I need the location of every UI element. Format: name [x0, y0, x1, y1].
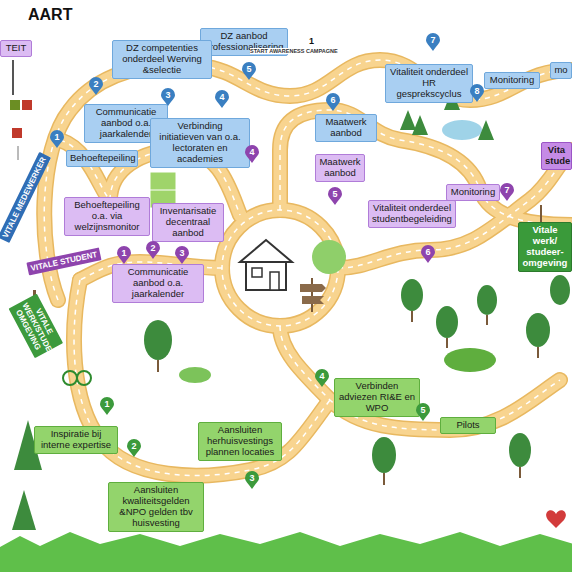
step-box: Vitaliteit onderdeel HR gesprekscyclus [385, 64, 473, 103]
step-text: Maatwerk aanbod [319, 117, 373, 139]
step-text: mo [554, 65, 568, 76]
step-box: Verbinden adviezen RI&E en WPO [334, 378, 420, 417]
step-text: Maatwerk aanbod [319, 157, 361, 179]
step-text: Aansluiten kwaliteitsgelden &NPO gelden … [112, 485, 200, 529]
callout-number: 1 [309, 36, 314, 46]
step-text: Inventarisatie decentraal aanbod [156, 206, 220, 239]
step-text: Vitaliteit onderdeel studentbegeleiding [372, 203, 452, 225]
callout-number: 3 [174, 246, 190, 260]
callout-pin: 3 [174, 245, 190, 265]
step-text: TEIT [4, 43, 28, 54]
callout-pin: 2 [88, 76, 104, 96]
step-box: Communicatie aanbod o.a. jaarkalender [112, 264, 204, 303]
callout-number: 4 [244, 145, 260, 159]
callout-number: 6 [325, 93, 341, 107]
callout-number: 2 [88, 77, 104, 91]
map-title: AART [28, 6, 72, 24]
step-text: VITALE STUDENT [30, 250, 98, 273]
step-text: Pilots [444, 420, 492, 431]
callout-number: 1 [116, 246, 132, 260]
step-box: Maatwerk aanbod [315, 114, 377, 142]
callout-pin: 1 [49, 129, 65, 149]
step-text: Vitale werk/ studeer-omgeving [522, 225, 568, 269]
step-box: Verbinding initiatieven van o.a. lectora… [150, 118, 250, 168]
callout-pin: 5 [241, 61, 257, 81]
callout-pin: 4 [314, 368, 330, 388]
callout-number: 1 [99, 397, 115, 411]
step-text: Vita stude [545, 145, 568, 167]
step-text: Monitoring [488, 75, 536, 86]
callout-pin: 5 [415, 402, 431, 422]
callout-pin: 2 [145, 240, 161, 260]
step-text: DZ competenties onderdeel Werving &selec… [116, 43, 208, 76]
step-box: Aansluiten herhuisvestings plannen locat… [198, 422, 282, 461]
callout-number: 6 [420, 245, 436, 259]
step-box: Vita stude [541, 142, 572, 170]
callout-number: 5 [241, 62, 257, 76]
step-box: Inspiratie bij interne expertise [34, 426, 118, 454]
step-text: Vitaliteit onderdeel HR gesprekscyclus [389, 67, 469, 100]
callout-pin: 2 [126, 438, 142, 458]
step-box: Maatwerk aanbod [315, 154, 365, 182]
step-text: Behoeftepeiling o.a. via welzijnsmonitor [68, 200, 146, 233]
step-box: Vitaliteit onderdeel studentbegeleiding [368, 200, 456, 228]
signpost: VITALE WERK/STUDEER-OMGEVING [9, 294, 63, 358]
callout-number: 5 [415, 403, 431, 417]
callout-number: 2 [145, 241, 161, 255]
step-box: Monitoring [446, 184, 500, 201]
callout-number: 1 [49, 130, 65, 144]
callout-pin: 4 [244, 144, 260, 164]
signpost: VITALE STUDENT [26, 248, 101, 276]
callout-pin: 7 [425, 32, 441, 52]
callout-pin: 1 [99, 396, 115, 416]
step-text: VITALE MEDEWERKER [0, 156, 47, 240]
callout-number: 5 [327, 187, 343, 201]
signpost: VITALE MEDEWERKER [0, 153, 51, 244]
callout-number: 4 [314, 369, 330, 383]
step-text: Behoeftepeiling [70, 153, 134, 164]
step-text: Monitoring [450, 187, 496, 198]
step-box: Pilots [440, 417, 496, 434]
step-text: Communicatie aanbod o.a. jaarkalender [116, 267, 200, 300]
step-box: Aansluiten kwaliteitsgelden &NPO gelden … [108, 482, 204, 532]
step-text: Verbinden adviezen RI&E en WPO [338, 381, 416, 414]
step-box: Vitale werk/ studeer-omgeving [518, 222, 572, 272]
callout-number: 3 [244, 471, 260, 485]
step-box: mo [550, 62, 572, 79]
callout-pin: 1 [116, 245, 132, 265]
step-box: Monitoring [484, 72, 540, 89]
step-box: Behoeftepeiling o.a. via welzijnsmonitor [64, 197, 150, 236]
callout-number: 8 [469, 84, 485, 98]
step-box: Behoeftepeiling [66, 150, 138, 167]
callout-pin: 6 [325, 92, 341, 112]
callout-number: 7 [499, 183, 515, 197]
step-text: Verbinding initiatieven van o.a. lectora… [154, 121, 246, 165]
callout-pin: 3 [160, 87, 176, 107]
callout-pin: 4 [214, 89, 230, 109]
step-box: Inventarisatie decentraal aanbod [152, 203, 224, 242]
callout-pin: 7 [499, 182, 515, 202]
callout-number: 4 [214, 90, 230, 104]
callout-pin: 6 [420, 244, 436, 264]
step-text: Aansluiten herhuisvestings plannen locat… [202, 425, 278, 458]
step-box: DZ competenties onderdeel Werving &selec… [112, 40, 212, 79]
callout-number: 3 [160, 88, 176, 102]
step-text: VITALE WERK/STUDEER-OMGEVING [12, 297, 60, 354]
step-box: TEIT [0, 40, 32, 57]
campaign-note: START AWARENESS CAMPAGNE [250, 48, 338, 54]
callout-number: 7 [425, 33, 441, 47]
callout-pin: 5 [327, 186, 343, 206]
callout-number: 2 [126, 439, 142, 453]
step-text: Inspiratie bij interne expertise [38, 429, 114, 451]
callout-pin: 3 [244, 470, 260, 490]
callout-pin: 8 [469, 83, 485, 103]
